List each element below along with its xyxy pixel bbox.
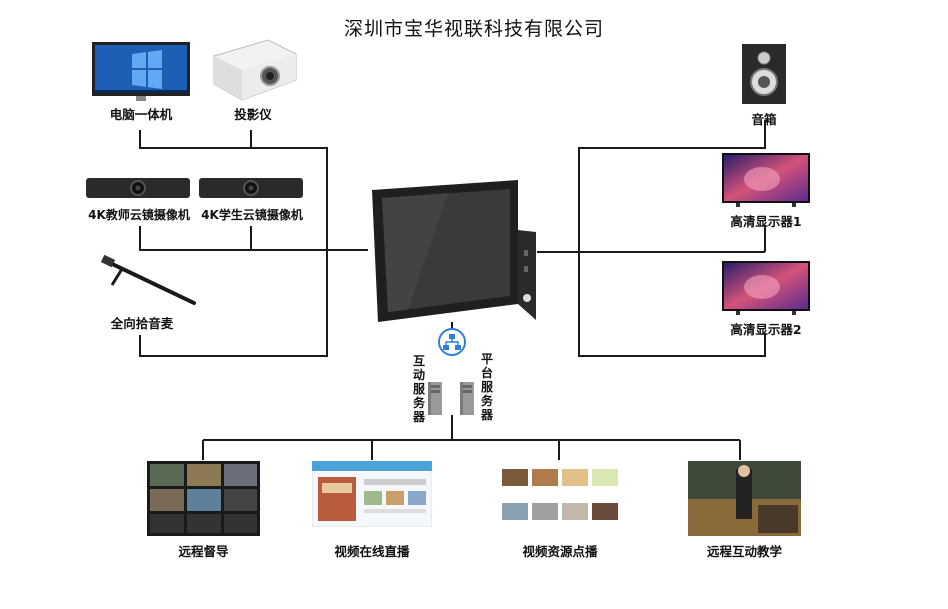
projector-label: 投影仪 [234, 107, 272, 122]
interactive-server-label: 互动服务器 [412, 354, 425, 424]
microphone-label: 全向拾音麦 [110, 316, 174, 331]
server-icon [460, 382, 474, 415]
student-camera-label: 4K学生云镜摄像机 [201, 208, 303, 222]
display1-label: 高清显示器1 [730, 214, 802, 229]
terminal-icon [368, 180, 538, 322]
display2-label: 高清显示器2 [730, 322, 802, 337]
computer-icon [92, 42, 190, 102]
app-label-2: 视频在线直播 [334, 544, 410, 559]
live-video-thumbnail [311, 460, 433, 528]
camera-icon [86, 176, 190, 200]
speaker-label: 音箱 [751, 112, 777, 127]
app-label-4: 远程互动教学 [706, 544, 782, 559]
display-icon [722, 261, 810, 315]
company-title: 深圳市宝华视联科技有限公司 [343, 18, 604, 40]
video-on-demand-thumbnail [500, 461, 620, 527]
microphone-icon [100, 254, 200, 307]
projector-icon [208, 36, 298, 102]
remote-supervision-thumbnail [147, 461, 260, 536]
app-label-3: 视频资源点播 [522, 544, 598, 559]
teacher-camera-label: 4K教师云镜摄像机 [88, 208, 190, 222]
remote-teaching-thumbnail [688, 461, 801, 536]
app-label-1: 远程督导 [178, 544, 229, 559]
display-icon [722, 153, 810, 207]
camera-icon [199, 176, 303, 200]
server-icon [428, 382, 442, 415]
computer-label: 电脑一体机 [109, 107, 173, 122]
speaker-icon [742, 44, 786, 104]
platform-server-label: 平台服务器 [480, 352, 493, 422]
network-icon [437, 327, 467, 357]
